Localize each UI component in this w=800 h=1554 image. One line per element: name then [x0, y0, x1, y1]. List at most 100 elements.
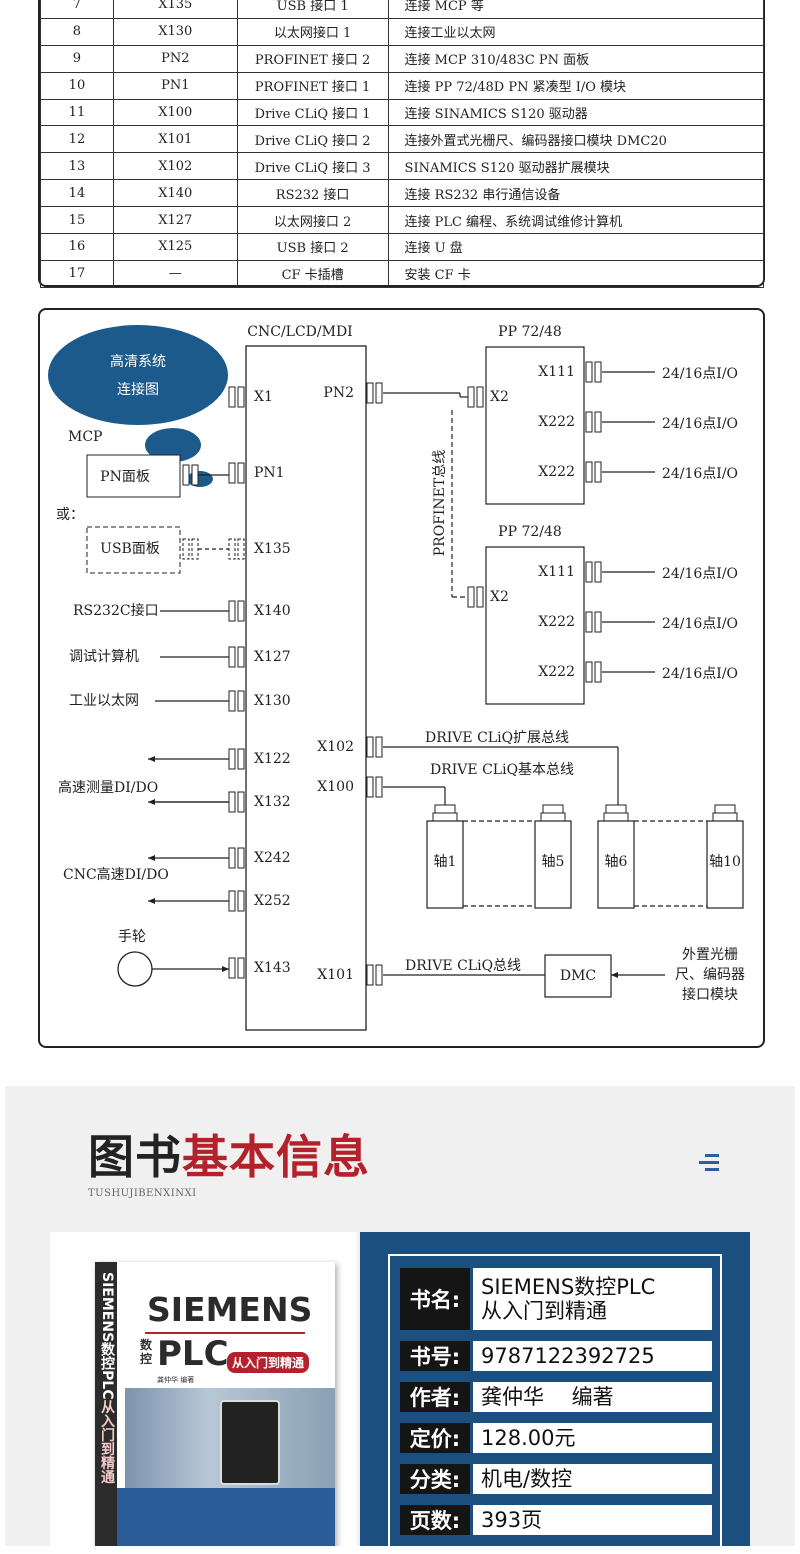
info-label: 定价:: [400, 1423, 470, 1453]
diagram-label: 高速测量DI/DO: [58, 779, 158, 796]
connector-icon: [375, 776, 383, 798]
arrow-head: [148, 898, 155, 904]
info-label: 书名:: [400, 1268, 470, 1330]
info-row: 书名:SIEMENS数控PLC 从入门到精通: [400, 1268, 712, 1330]
connector-icon: [237, 890, 245, 912]
connector-icon: [375, 964, 383, 986]
connector-icon: [228, 690, 236, 712]
connector-icon: [237, 748, 245, 770]
connector-icon: [594, 561, 602, 583]
diagram-label: 高清系统: [110, 353, 166, 370]
port-use: 连接 MCP 310/483C PN 面板: [387, 44, 765, 73]
port-name: CF 卡插槽: [236, 259, 389, 288]
blue-dot: [145, 428, 201, 462]
info-label: 作者:: [400, 1382, 470, 1412]
diagram-label: X100: [317, 779, 354, 795]
connector-icon: [476, 586, 484, 608]
diagram-label: DMC: [560, 968, 596, 984]
diagram-label: 24/16点I/O: [662, 666, 738, 682]
drive-connector-icon: [712, 812, 738, 822]
info-value: 128.00元: [473, 1423, 712, 1453]
menu-icon[interactable]: [695, 1150, 719, 1175]
connector-icon: [191, 538, 199, 560]
diagram-label: PN1: [254, 465, 285, 481]
port-id: PN1: [112, 71, 238, 100]
diagram-label: DRIVE CLiQ总线: [405, 958, 521, 974]
diagram-label: X242: [254, 850, 291, 866]
diagram-label: X111: [538, 364, 575, 380]
port-use: 连接 RS232 串行通信设备: [387, 179, 765, 208]
table-row: 17—CF 卡插槽安装 CF 卡: [40, 259, 765, 288]
info-value: 机电/数控: [473, 1464, 712, 1494]
cover-spine: SIEMENS数控PLC从入门到精通: [95, 1262, 117, 1546]
cover-plc: PLC: [157, 1334, 229, 1374]
diagram-label: DRIVE CLiQ扩展总线: [425, 730, 569, 746]
connector-icon: [237, 847, 245, 869]
connector-icon: [594, 411, 602, 433]
arrow-head: [148, 756, 155, 762]
arrow-head: [148, 799, 155, 805]
info-value: 9787122392725: [473, 1341, 712, 1371]
section-subtitle: TUSHUJIBENXINXI: [88, 1188, 197, 1199]
drive-connector-icon: [714, 804, 736, 814]
diagram-label: 连接图: [117, 381, 159, 398]
connector-icon: [585, 361, 593, 383]
info-value: SIEMENS数控PLC 从入门到精通: [473, 1268, 712, 1330]
connector-icon: [228, 646, 236, 668]
port-name: 以太网接口 1: [236, 17, 389, 46]
port-use: 安装 CF 卡: [387, 259, 765, 288]
cnc-unit-box: [245, 345, 367, 1031]
axis-drive-box: [534, 820, 572, 909]
connector-icon: [366, 776, 374, 798]
connector-icon: [228, 791, 236, 813]
connector-icon: [585, 411, 593, 433]
connector-icon: [585, 561, 593, 583]
drive-connector-icon: [540, 812, 566, 822]
diagram-label: X140: [254, 603, 291, 619]
connector-icon: [228, 748, 236, 770]
connection-diagram-frame: [38, 308, 765, 1048]
pp-module-box: [485, 546, 585, 705]
drive-connector-icon: [434, 804, 456, 814]
connector-icon: [191, 464, 199, 486]
book-info-panel: 书名:SIEMENS数控PLC 从入门到精通书号:9787122392725 作者…: [360, 1232, 750, 1554]
row-number: 14: [40, 179, 114, 208]
connector-icon: [366, 736, 374, 758]
diagram-label: 24/16点I/O: [662, 466, 738, 482]
diagram-label: PP 72/48: [498, 324, 562, 340]
info-label: 页数:: [400, 1505, 470, 1535]
diagram-label: CNC/LCD/MDI: [247, 324, 352, 340]
diagram-label: 接口模块: [682, 986, 738, 1003]
diagram-label: 24/16点I/O: [662, 566, 738, 582]
row-number: 17: [40, 259, 114, 288]
diagram-label: 24/16点I/O: [662, 416, 738, 432]
row-number: 8: [40, 17, 114, 46]
axis-drive-box: [426, 820, 464, 909]
info-row: 书号:9787122392725: [400, 1341, 712, 1371]
diagram-label: 外置光栅: [682, 947, 738, 963]
info-value: 龚仲华 编著: [473, 1382, 712, 1412]
book-info-section: 图书基本信息 TUSHUJIBENXINXI SIEMENS数控PLC从入门到精…: [5, 1086, 795, 1554]
port-name: PROFINET 接口 1: [236, 71, 389, 100]
axis-drive-box: [706, 820, 744, 909]
diagram-label: 手轮: [118, 929, 146, 945]
section-title: 图书基本信息: [88, 1130, 370, 1184]
diagram-label: 轴6: [605, 854, 628, 870]
connector-icon: [228, 957, 236, 979]
port-id: X125: [112, 233, 238, 261]
connector-icon: [375, 736, 383, 758]
connector-icon: [182, 464, 190, 486]
connector-icon: [182, 538, 190, 560]
diagram-label: X222: [538, 664, 575, 680]
port-name: USB 接口 2: [236, 233, 389, 261]
port-id: —: [112, 259, 238, 288]
connector-icon: [594, 611, 602, 633]
connector-icon: [228, 538, 236, 560]
diagram-label: PROFINET总线: [432, 450, 448, 557]
diagram-label: 轴5: [542, 854, 565, 870]
